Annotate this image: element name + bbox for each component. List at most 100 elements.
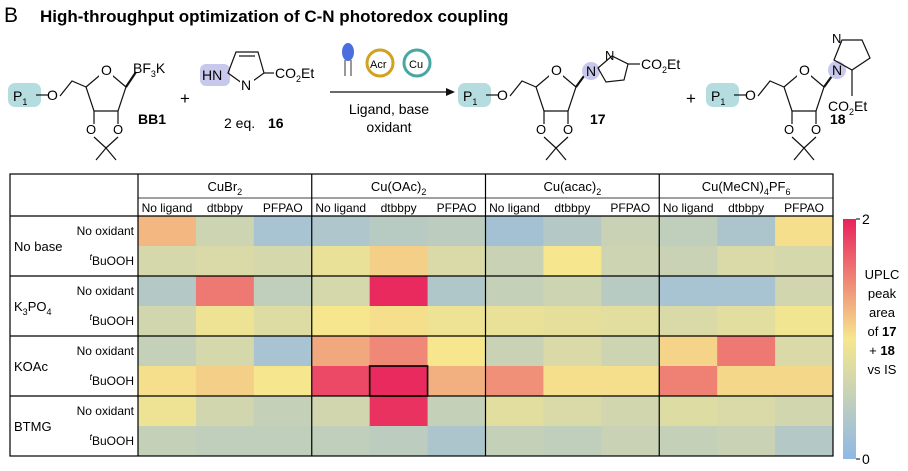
heatmap-cell: [427, 306, 486, 337]
heatmap-cell: [138, 426, 197, 457]
heatmap-cell: [601, 426, 660, 457]
bb1-structure: P1 O O BF3K O O BB1: [8, 60, 166, 161]
acridinium-icon: [365, 48, 395, 78]
heatmap-cell: [601, 396, 660, 427]
oxidant-label: No oxidant: [77, 344, 135, 358]
heatmap-cell: [195, 426, 255, 457]
heatmap-cell: [485, 276, 544, 307]
co2et-group: CO2Et: [275, 65, 314, 84]
heatmap-cell: [717, 276, 776, 307]
acetonide-o-right: O: [113, 122, 123, 137]
heatmap-cell: [717, 216, 776, 247]
heatmap-cell: [138, 366, 197, 397]
co2et-group: CO2Et: [641, 56, 680, 75]
heatmap-cell: [601, 216, 660, 247]
heatmap-cell: [138, 276, 197, 307]
pyrazole-n2: N: [605, 48, 614, 63]
p1-group-text: P1: [711, 88, 725, 107]
heatmap-cell: [195, 396, 255, 427]
heatmap-cell: [138, 336, 197, 367]
heatmap-cell: [775, 306, 834, 337]
heatmap-cell: [601, 276, 660, 307]
heatmap-cell: [485, 336, 544, 367]
heatmap-cell: [311, 246, 371, 277]
table-border: [9, 173, 834, 457]
heatmap-cell: [543, 306, 602, 337]
heatmap-cell: [138, 306, 197, 337]
heatmap-cell: [659, 276, 718, 307]
heatmap-cell: [369, 366, 429, 397]
ligand-header: PFPAO: [437, 201, 477, 215]
oxidant-label: tBuOOH: [89, 252, 134, 268]
colorbar-gradient: [843, 219, 856, 459]
heatmap-cell: [311, 396, 371, 427]
heatmap-cell: [253, 216, 313, 247]
heatmap-cell: [369, 336, 429, 367]
heatmap-cell: [253, 246, 313, 277]
p1-group-text: P1: [463, 88, 477, 107]
heatmap-cell: [601, 366, 660, 397]
heatmap-cell: [427, 246, 486, 277]
panel-label: B: [4, 4, 18, 27]
reagent-icons: Acr Cu: [342, 43, 432, 78]
oxidant-label: No oxidant: [77, 284, 135, 298]
ring-o-atom: O: [799, 62, 810, 78]
ligand-header: No ligand: [315, 201, 366, 215]
p1-group-highlight: [706, 83, 739, 107]
ligand-header: No ligand: [663, 201, 714, 215]
heatmap-cell: [195, 306, 255, 337]
oxidant-label: tBuOOH: [89, 372, 134, 388]
heatmap-cell: [775, 366, 834, 397]
hn-group: HN: [202, 67, 222, 83]
oxidant-label: tBuOOH: [89, 312, 134, 328]
heatmap-cell: [369, 396, 429, 427]
catalyst-header: CuBr2: [208, 179, 243, 197]
heatmap-cell: [659, 366, 718, 397]
heatmap-cell: [195, 276, 255, 307]
heatmap-cell: [195, 336, 255, 367]
heatmap-cell: [138, 216, 197, 247]
heatmap-cell: [543, 426, 602, 457]
heatmap-cell: [543, 246, 602, 277]
acr-label: Acr: [370, 59, 387, 71]
heatmap-cell: [775, 396, 834, 427]
heatmap-cell: [369, 246, 429, 277]
ligand-header: dtbbpy: [381, 201, 417, 215]
n1-highlight: [582, 62, 600, 80]
ligand-header: PFPAO: [784, 201, 824, 215]
base-label: KOAc: [14, 359, 48, 374]
figure-title: High-throughput optimization of C-N phot…: [40, 7, 508, 26]
heatmap-cell: [775, 336, 834, 367]
n1-highlight: [828, 61, 846, 79]
heatmap-cell: [659, 306, 718, 337]
heatmap-cell: [138, 396, 197, 427]
colorbar-label-line: UPLC: [865, 267, 900, 282]
heatmap-cell: [485, 396, 544, 427]
ring-o-atom: O: [101, 62, 112, 78]
colorbar-min-label: 0: [862, 451, 870, 467]
heatmap-cell: [253, 276, 313, 307]
base-label: BTMG: [14, 419, 52, 434]
colorbar-label-line: + 18: [869, 343, 895, 358]
heatmap-cell: [485, 426, 544, 457]
heatmap-cell: [717, 426, 776, 457]
catalyst-header: Cu(acac)2: [543, 179, 601, 197]
heatmap-cell: [311, 366, 371, 397]
heatmap-cell: [485, 246, 544, 277]
colorbar-max-label: 2: [862, 211, 870, 227]
equiv-text: 2 eq.: [224, 115, 255, 131]
ligand-header: PFPAO: [610, 201, 650, 215]
heatmap-cell: [775, 246, 834, 277]
co2et-group: CO2Et: [828, 98, 867, 117]
o-atom: O: [745, 87, 756, 103]
heatmap-cell: [195, 216, 255, 247]
heatmap-cell: [775, 276, 834, 307]
heatmap-cell: [427, 396, 486, 427]
heatmap-cell: [543, 396, 602, 427]
heatmap-cell: [369, 426, 429, 457]
heatmap-cell: [427, 426, 486, 457]
heatmap-cell: [717, 306, 776, 337]
heatmap-cell: [717, 366, 776, 397]
